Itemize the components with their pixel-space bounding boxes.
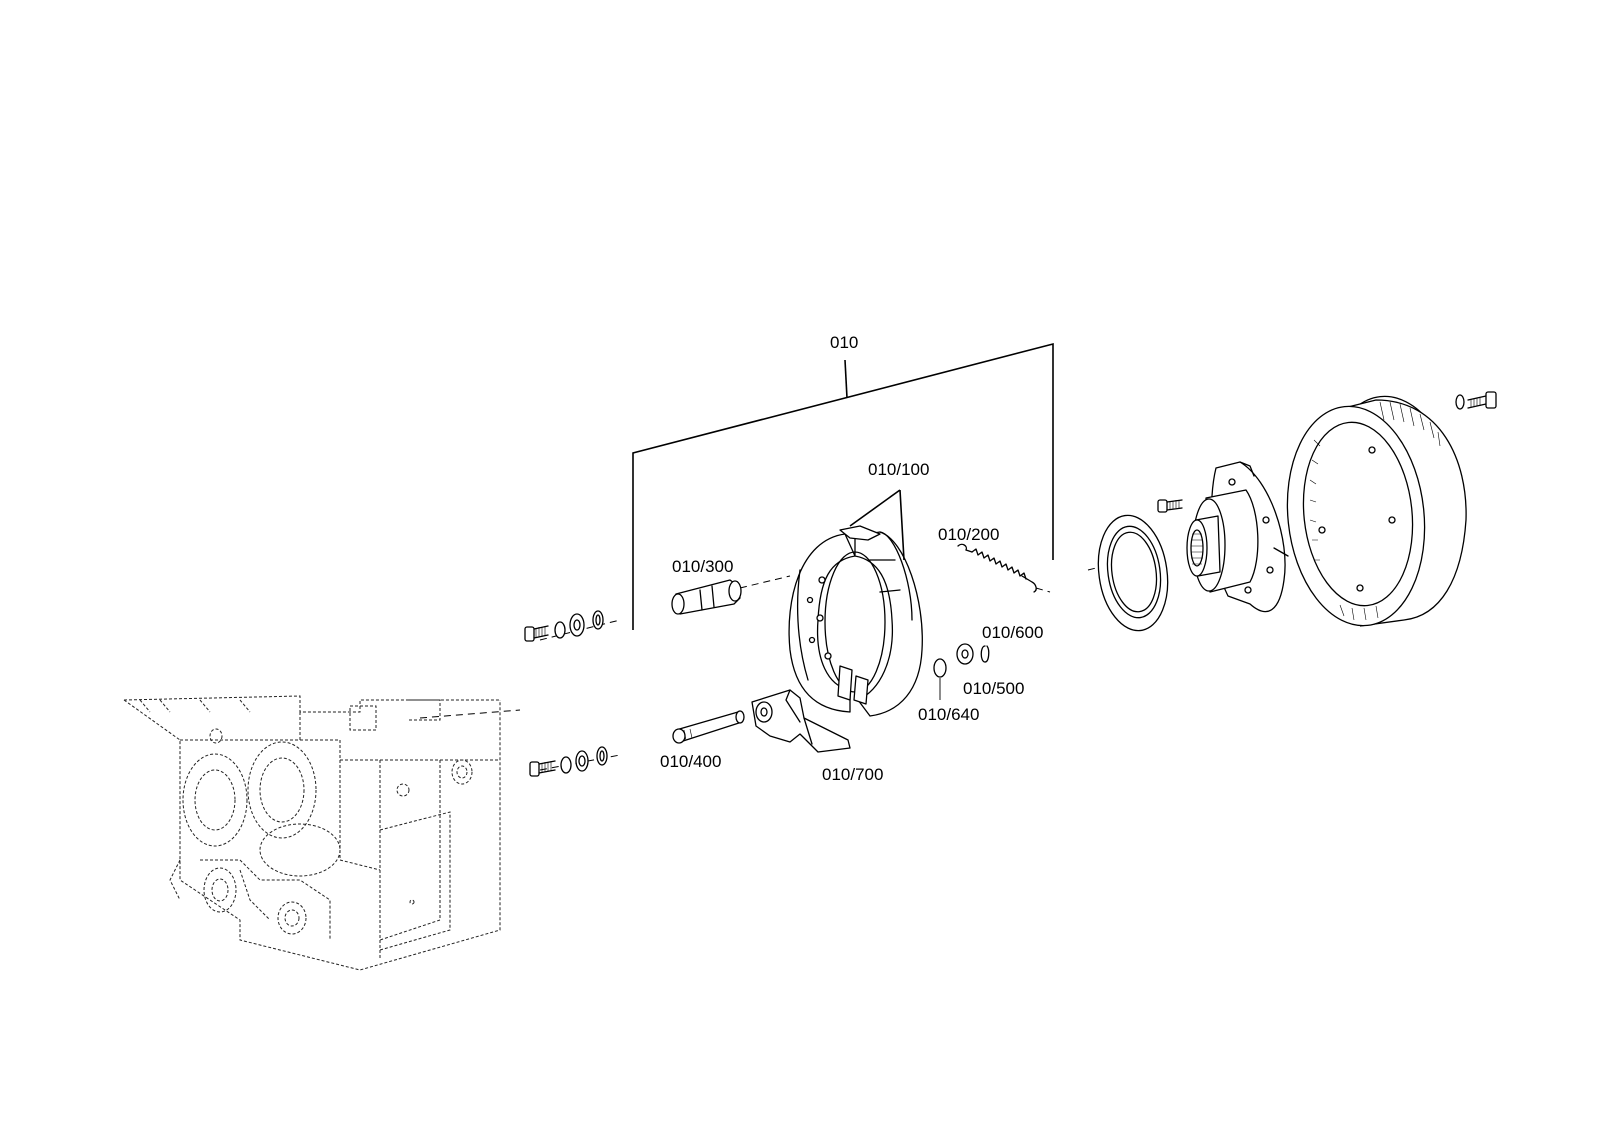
brake-shoe-assembly: [788, 489, 923, 717]
label-010-600: 010/600: [982, 623, 1043, 642]
return-spring: [957, 543, 1051, 593]
assembly-bracket: [632, 342, 1054, 630]
brake-drum: [1286, 395, 1467, 627]
seal-disc: [1087, 514, 1169, 632]
label-010-300: 010/300: [672, 557, 733, 576]
bolt-set-upper: [524, 610, 621, 642]
circlip-010-600: [980, 645, 990, 663]
brake-lever: [751, 689, 851, 753]
label-010-400: 010/400: [660, 752, 721, 771]
bolt-set-lower: [419, 709, 621, 777]
label-010-500: 010/500: [963, 679, 1024, 698]
washer-010-500: [956, 643, 974, 665]
label-010-640: 010/640: [918, 705, 979, 724]
small-parts: [933, 643, 990, 700]
brake-hub: [1186, 461, 1289, 613]
hub-bolt: [1157, 499, 1183, 513]
ring-010-640: [933, 658, 947, 678]
anchor-pin-upper: [671, 575, 791, 615]
label-010-200: 010/200: [938, 525, 999, 544]
label-010-100: 010/100: [868, 460, 929, 479]
drum-screw: [1455, 391, 1497, 410]
label-010: 010: [830, 333, 858, 352]
anchor-pin-lower: [672, 710, 745, 744]
gearbox-housing: [123, 695, 501, 971]
label-010-700: 010/700: [822, 765, 883, 784]
